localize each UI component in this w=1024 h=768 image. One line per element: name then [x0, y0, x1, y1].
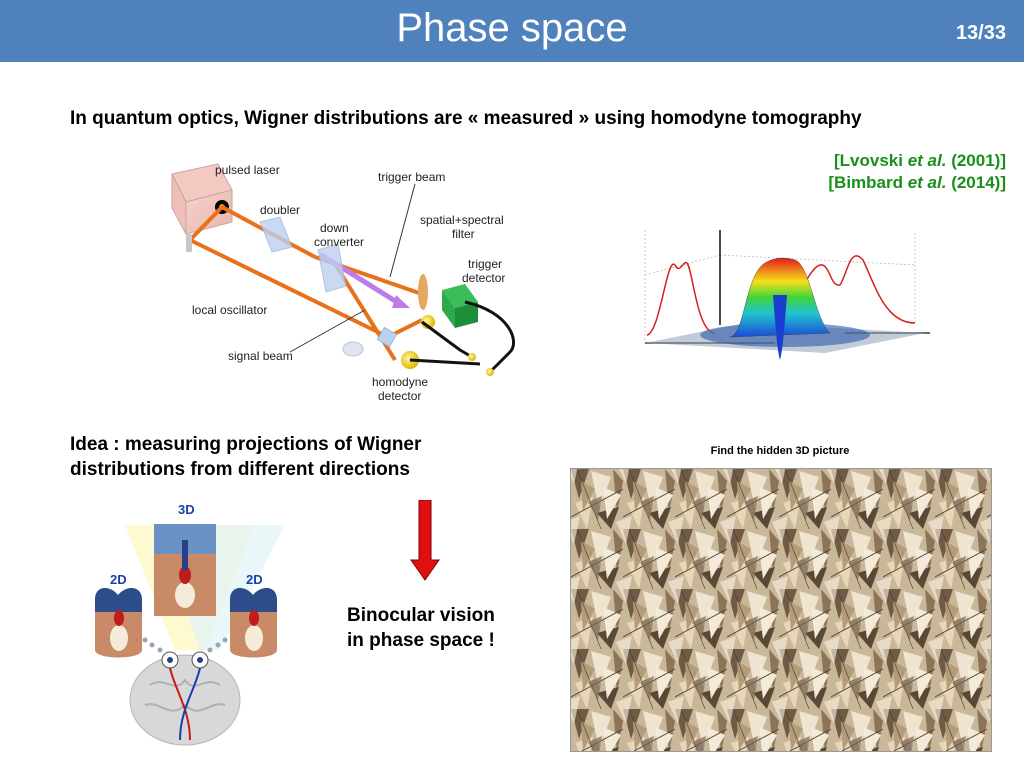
image-3d	[154, 524, 216, 616]
homodyne-setup-diagram: pulsed laser doubler down converter trig…	[160, 152, 540, 410]
label-homodyne-2: detector	[378, 389, 421, 403]
image-2d-left	[95, 588, 142, 658]
label-trigger-detector-1: trigger	[468, 257, 502, 271]
autostereogram	[570, 468, 992, 752]
label-3d: 3D	[178, 502, 195, 517]
label-down-converter-1: down	[320, 221, 349, 235]
binocular-vision-text: Binocular vision in phase space !	[347, 605, 495, 651]
label-homodyne-1: homodyne	[372, 375, 428, 389]
electronics-wires	[409, 300, 515, 374]
page-number: 13/33	[955, 22, 1006, 44]
pulsed-laser-box	[171, 163, 233, 235]
references: [Lvovski et al. (2001)] [Bimbard et al. …	[828, 150, 1006, 194]
brain-icon	[129, 651, 241, 746]
label-pointers	[289, 183, 416, 353]
output-icon	[486, 368, 494, 376]
label-pulsed-laser: pulsed laser	[215, 163, 280, 177]
label-doubler: doubler	[260, 203, 300, 217]
binocular-vision-illustration: 3D 2D 2D	[90, 500, 330, 750]
reference-bimbard: [Bimbard et al. (2014)]	[828, 173, 1006, 192]
image-2d-right	[230, 588, 277, 658]
intro-text: In quantum optics, Wigner distributions …	[70, 108, 862, 129]
wigner-distribution-plot	[644, 230, 930, 360]
vision-diagram	[95, 524, 285, 746]
mixer-icon	[468, 353, 476, 361]
label-filter-2: filter	[452, 227, 475, 241]
label-down-converter-2: converter	[314, 235, 364, 249]
projection-left	[646, 261, 716, 336]
spatial-spectral-filter	[418, 274, 428, 310]
label-local-oscillator: local oscillator	[192, 303, 267, 317]
beam-splitter	[376, 326, 398, 348]
trigger-beam-arrowhead	[392, 295, 410, 308]
label-2d-left: 2D	[110, 572, 127, 587]
phase-plate	[342, 341, 364, 357]
label-2d-right: 2D	[246, 572, 263, 587]
label-trigger-detector-2: detector	[462, 271, 505, 285]
down-arrow-icon	[410, 500, 440, 581]
slide-title: Phase space	[396, 6, 628, 50]
idea-text: Idea : measuring projections of Wigner d…	[70, 434, 422, 480]
mirror	[186, 234, 192, 252]
doubler-crystal	[259, 216, 293, 253]
label-signal-beam: signal beam	[228, 349, 293, 363]
wigner-negative-dip	[773, 295, 787, 360]
label-trigger-beam: trigger beam	[378, 170, 445, 184]
label-filter-1: spatial+spectral	[420, 213, 504, 227]
down-converter-crystal	[317, 243, 347, 293]
stereogram-caption: Find the hidden 3D picture	[710, 445, 850, 457]
reference-lvovski: [Lvovski et al. (2001)]	[834, 151, 1006, 170]
slide-header: Phase space 13/33	[0, 0, 1024, 62]
projection-dots	[142, 637, 228, 653]
